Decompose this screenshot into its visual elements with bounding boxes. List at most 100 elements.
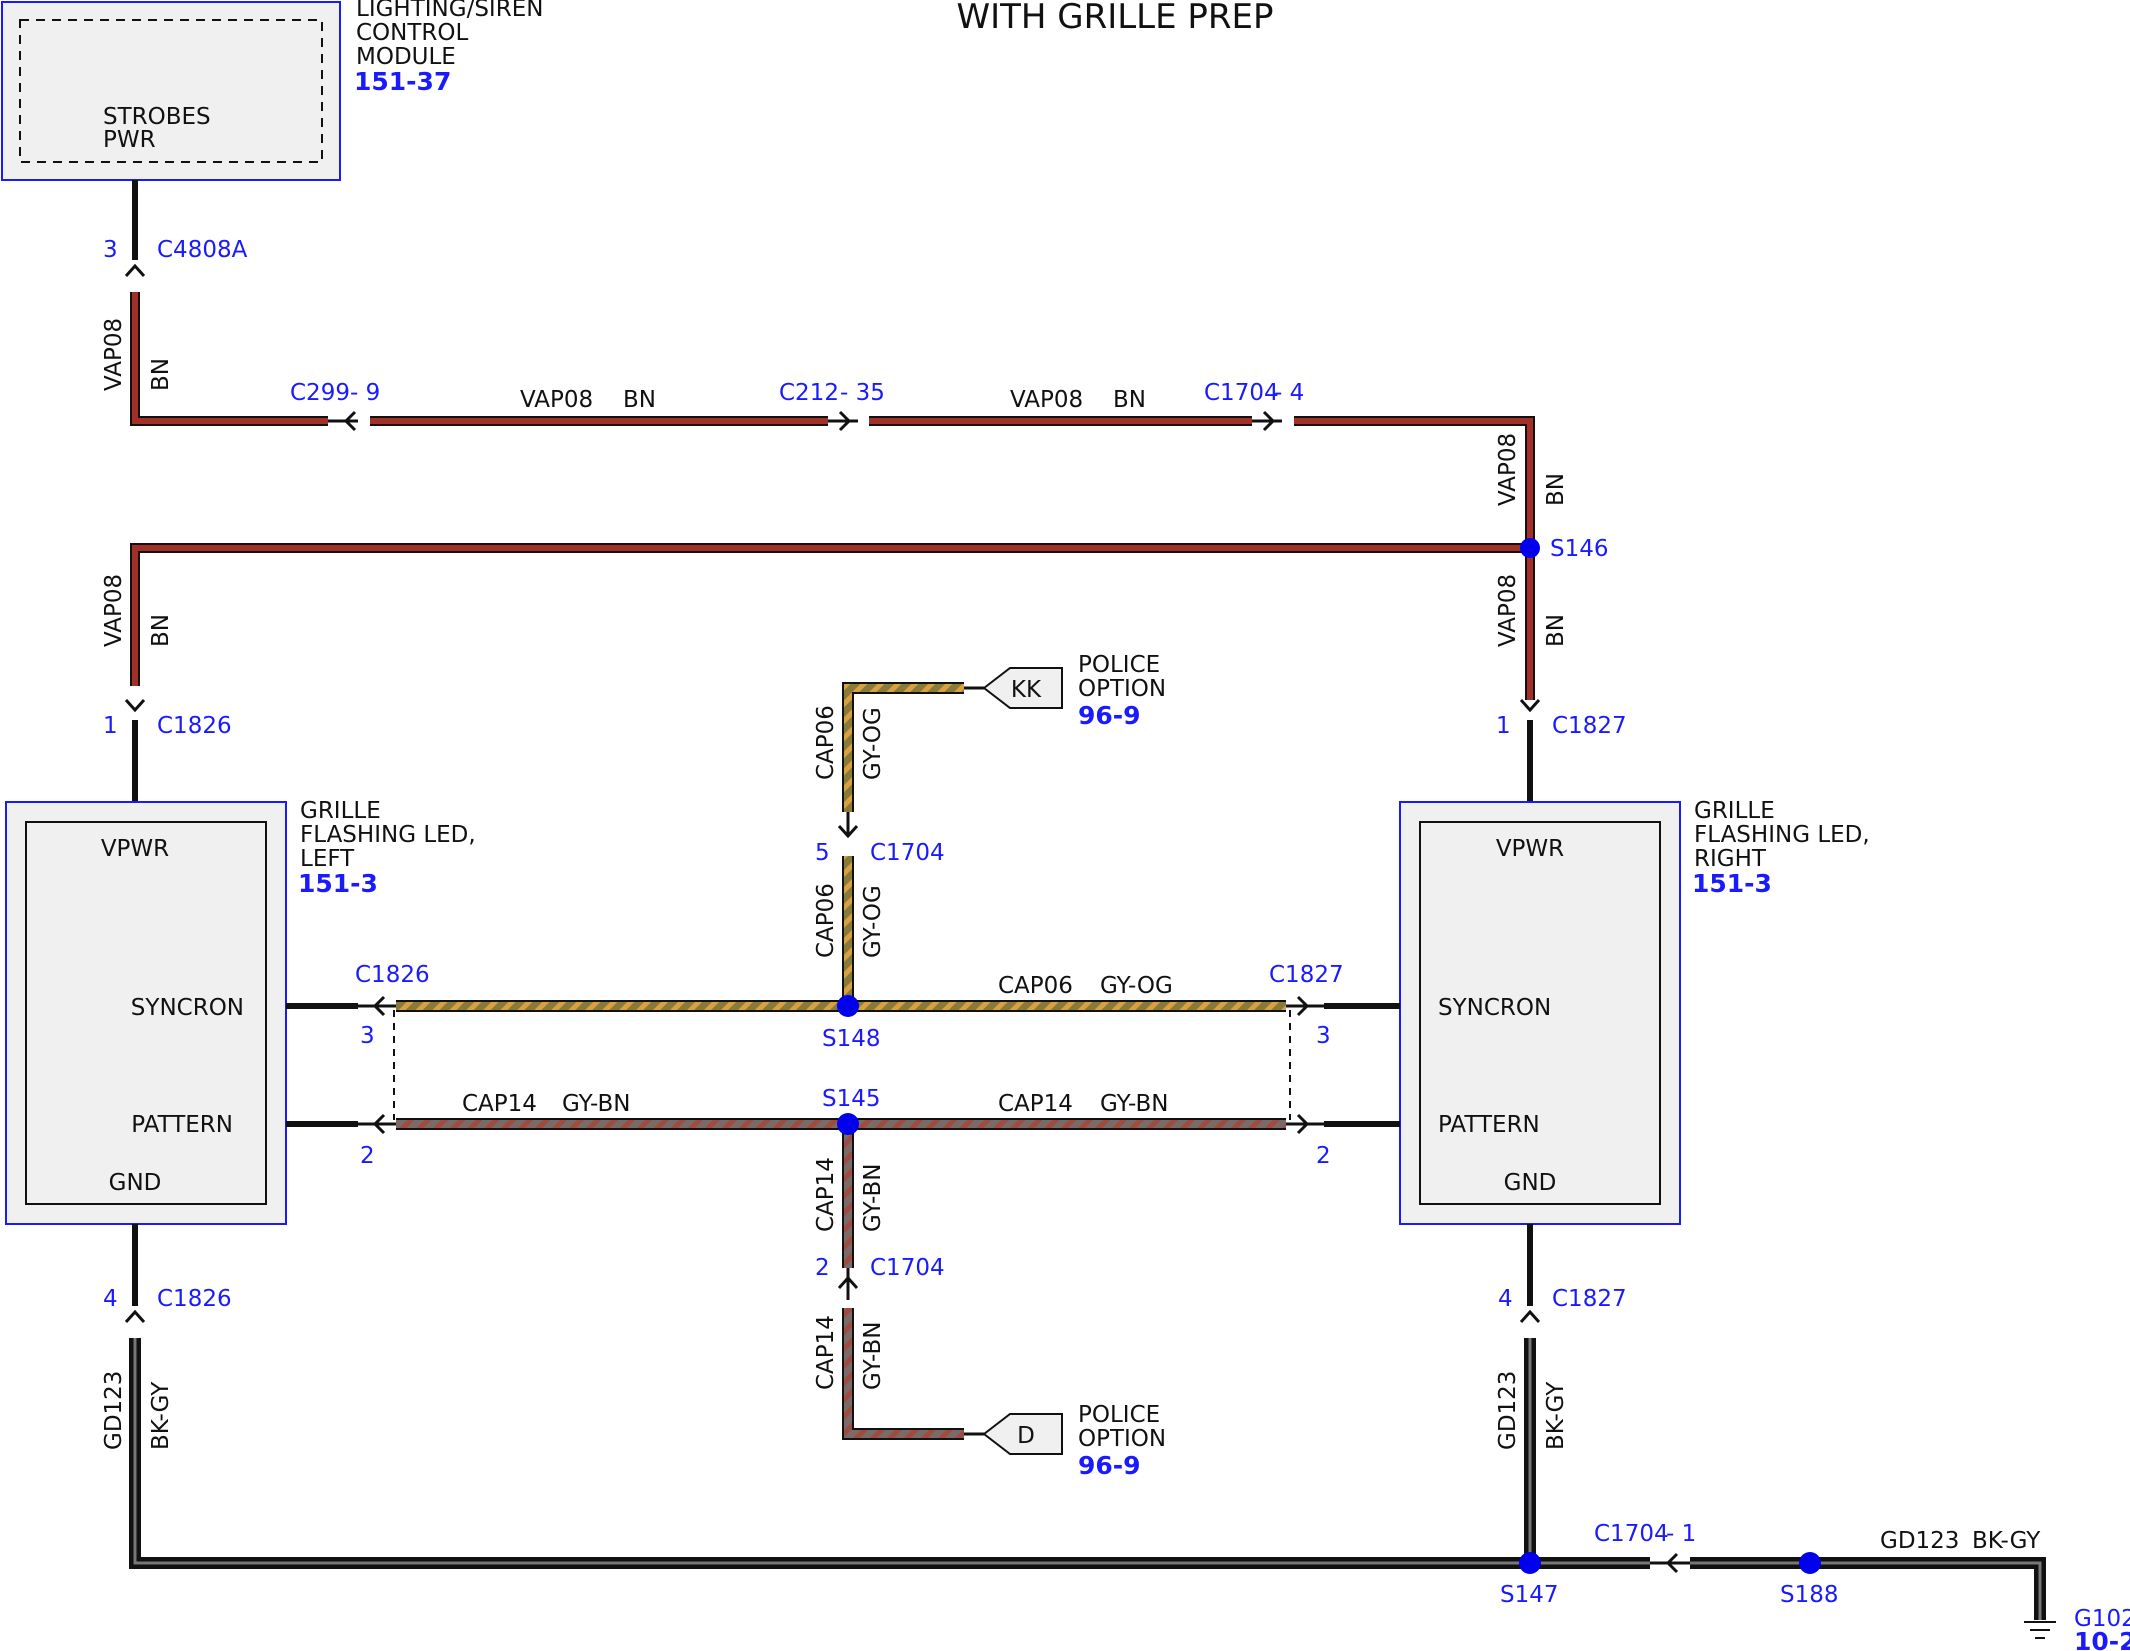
c1704-low-connector-symbol [837,1275,859,1290]
cap14-label-c: CAP14 [813,1157,839,1232]
s145-label: S145 [822,1086,881,1112]
c1704-low-pin: 2 [815,1255,830,1281]
c299-connector-symbol [328,410,358,432]
kk-tag: KK [1011,677,1042,703]
grille-flashing-led-right: VPWR SYNCRON PATTERN GND [1399,801,1681,1225]
grille-flashing-led-left: VPWR SYNCRON PATTERN GND [5,801,287,1225]
cap06-label-b: CAP06 [813,883,839,958]
s188-splice [1799,1552,1821,1574]
vap08-label-f: VAP08 [1495,574,1521,647]
c212-label: C212 [779,380,839,406]
right-module-name-2: FLASHING LED, [1694,822,1870,848]
c1704-gnd-pin: - 1 [1666,1521,1696,1547]
cap06-label-a: CAP06 [813,705,839,780]
c1704-top-pin: - 4 [1274,380,1304,406]
siren-module-name-2: CONTROL [356,20,469,46]
vap08-label-b: VAP08 [520,387,593,413]
vap08-label-d: VAP08 [1495,433,1521,506]
c1827-gnd-pin: 4 [1498,1286,1513,1312]
c1826-sync-label: C1826 [355,962,430,988]
cap14-label-d: CAP14 [813,1315,839,1390]
police-option-d-flag: D [964,1413,1063,1455]
siren-module-name-3: MODULE [356,44,456,70]
c1826-gnd-label: C1826 [157,1286,232,1312]
c1827-sync-connector-symbol [1296,995,1310,1017]
c1826-top-label: C1826 [157,713,232,739]
right-gnd-pin: GND [1504,1170,1557,1196]
c1826-top-connector-symbol [124,698,146,713]
left-module-name-2: FLASHING LED, [300,822,476,848]
g102-ref: 10-2 [2074,1627,2130,1651]
siren-control-module: STROBES PWR [1,1,341,181]
police-option-kk-flag: KK [964,667,1063,709]
left-vpwr-pin: VPWR [101,836,169,862]
left-module-ref: 151-3 [298,869,378,898]
c1826-sync-pin: 3 [360,1023,375,1049]
c299-pin: - 9 [350,380,380,406]
police-kk-ref: 96-9 [1078,701,1141,730]
siren-module-name: LIGHTING/SIREN [356,0,543,22]
bn-label-c: BN [1113,387,1146,413]
right-module-name-3: RIGHT [1694,846,1767,872]
police-kk-line-1: POLICE [1078,652,1160,678]
c1826-sync-connector-symbol [372,995,386,1017]
c4808a-label: C4808A [157,237,248,263]
c1827-pattern-pin: 2 [1316,1143,1331,1169]
police-d-line-2: OPTION [1078,1426,1166,1452]
gy-bn-label-c: GY-BN [860,1164,886,1232]
bk-gy-label-a: BK-GY [148,1381,174,1450]
c1704-low-label: C1704 [870,1255,945,1281]
vap08-wire [130,292,1535,700]
c1826-top-pin: 1 [103,713,118,739]
cap06-wire-vertical-upper [842,682,964,812]
strobes-pin-label: STROBES [103,104,211,130]
ground-symbol-icon [2024,1621,2056,1639]
gy-og-label-b: GY-OG [860,885,886,958]
cap14-wire-vertical-lower [842,1308,964,1440]
c1827-gnd-connector-symbol [1519,1309,1541,1324]
right-module-name: GRILLE [1694,798,1775,824]
g102-label: G102 [2074,1606,2130,1632]
left-syncron-pin: SYNCRON [131,995,244,1021]
c1704-top-connector-symbol [1252,410,1282,432]
cap06-label-c: CAP06 [998,973,1073,999]
right-pattern-pin: PATTERN [1438,1112,1540,1138]
right-syncron-pin: SYNCRON [1438,995,1551,1021]
s188-label: S188 [1780,1582,1839,1608]
c1827-top-connector-symbol [1519,698,1541,713]
s145-splice [837,1113,859,1135]
gd123-label-b: GD123 [1495,1371,1521,1450]
left-pattern-pin: PATTERN [131,1112,233,1138]
c1704-gnd-connector-symbol [1665,1552,1679,1574]
police-d-line-1: POLICE [1078,1402,1160,1428]
bk-gy-label-b: BK-GY [1543,1381,1569,1450]
c1827-sync-label: C1827 [1269,962,1344,988]
left-gnd-pin: GND [109,1170,162,1196]
s146-label: S146 [1550,536,1609,562]
police-kk-line-2: OPTION [1078,676,1166,702]
c1704-top-label: C1704 [1204,380,1279,406]
s148-splice [837,995,859,1017]
c1827-sync-pin: 3 [1316,1023,1331,1049]
cap14-label-a: CAP14 [462,1091,537,1117]
c1704-mid-label: C1704 [870,840,945,866]
c1827-top-pin: 1 [1496,713,1511,739]
c299-label: C299 [290,380,350,406]
police-d-ref: 96-9 [1078,1451,1141,1480]
c4808a-connector-symbol [124,263,146,278]
right-module-ref: 151-3 [1692,869,1772,898]
c1826-pattern-connector-symbol [372,1113,386,1135]
c212-connector-symbol [828,410,858,432]
strobes-pin-label-2: PWR [103,127,156,153]
c1704-mid-pin: 5 [815,840,830,866]
bk-gy-label-c: BK-GY [1972,1528,2041,1554]
bn-label-e: BN [148,614,174,647]
left-module-name: GRILLE [300,798,381,824]
diagram-title: WITH GRILLE PREP [956,0,1273,37]
gd123-label-c: GD123 [1880,1528,1959,1554]
s148-label: S148 [822,1026,881,1052]
cap14-label-b: CAP14 [998,1091,1073,1117]
right-vpwr-pin: VPWR [1496,836,1564,862]
c212-pin: - 35 [840,380,885,406]
gy-og-label-c: GY-OG [1100,973,1173,999]
